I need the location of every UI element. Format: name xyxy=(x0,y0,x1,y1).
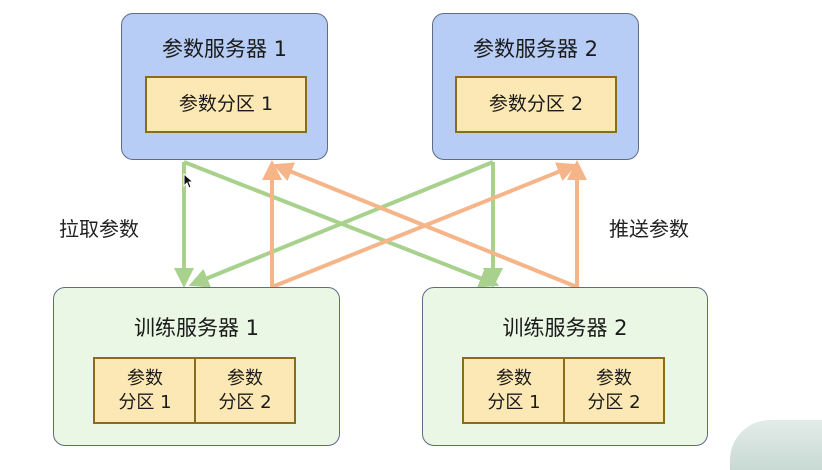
training-server-2: 训练服务器 2 参数 分区 1 参数 分区 2 xyxy=(422,287,708,446)
push-arrow-ts1-ps2 xyxy=(271,162,578,289)
training-server-1-partitions: 参数 分区 1 参数 分区 2 xyxy=(93,357,296,424)
training-server-2-title: 训练服务器 2 xyxy=(502,316,628,340)
arrows-layer xyxy=(174,160,587,289)
push-arrow-ts2-ps1 xyxy=(272,162,578,289)
pull-arrow-ps1-ts2 xyxy=(183,160,500,288)
pull-parameters-label: 拉取参数 xyxy=(59,217,139,241)
parameter-server-2: 参数服务器 2 参数分区 2 xyxy=(432,13,639,160)
parameter-server-1-title: 参数服务器 1 xyxy=(161,37,288,61)
partition-divider xyxy=(194,359,196,422)
training-server-2-partitions: 参数 分区 1 参数 分区 2 xyxy=(462,357,665,424)
training-server-1-title: 训练服务器 1 xyxy=(133,316,260,340)
partition-line2: 分区 1 xyxy=(487,391,541,413)
parameter-server-1-partition: 参数分区 1 xyxy=(145,76,307,133)
parameter-server-2-title: 参数服务器 2 xyxy=(472,37,599,61)
push-parameters-label: 推送参数 xyxy=(609,217,689,241)
training-server-1: 训练服务器 1 参数 分区 1 参数 分区 2 xyxy=(53,287,340,446)
partition-line1: 参数 xyxy=(496,368,532,390)
partition-line1: 参数 xyxy=(227,368,263,390)
training-server-2-partition-1: 参数 分区 1 xyxy=(464,359,564,422)
training-server-1-partition-1: 参数 分区 1 xyxy=(95,359,195,422)
partition-divider xyxy=(563,359,565,422)
partition-line1: 参数 xyxy=(127,368,163,390)
pull-arrow-ps2-ts1 xyxy=(188,160,494,288)
training-server-2-partition-2: 参数 分区 2 xyxy=(565,359,663,422)
partition-line2: 分区 1 xyxy=(118,391,172,413)
partition-line2: 分区 2 xyxy=(218,391,272,413)
parameter-server-2-partition: 参数分区 2 xyxy=(455,76,617,133)
training-server-1-partition-2: 参数 分区 2 xyxy=(196,359,294,422)
mouse-cursor-icon xyxy=(183,173,195,189)
partition-line2: 分区 2 xyxy=(587,391,641,413)
parameter-server-1: 参数服务器 1 参数分区 1 xyxy=(121,13,328,160)
partition-line1: 参数 xyxy=(596,368,632,390)
